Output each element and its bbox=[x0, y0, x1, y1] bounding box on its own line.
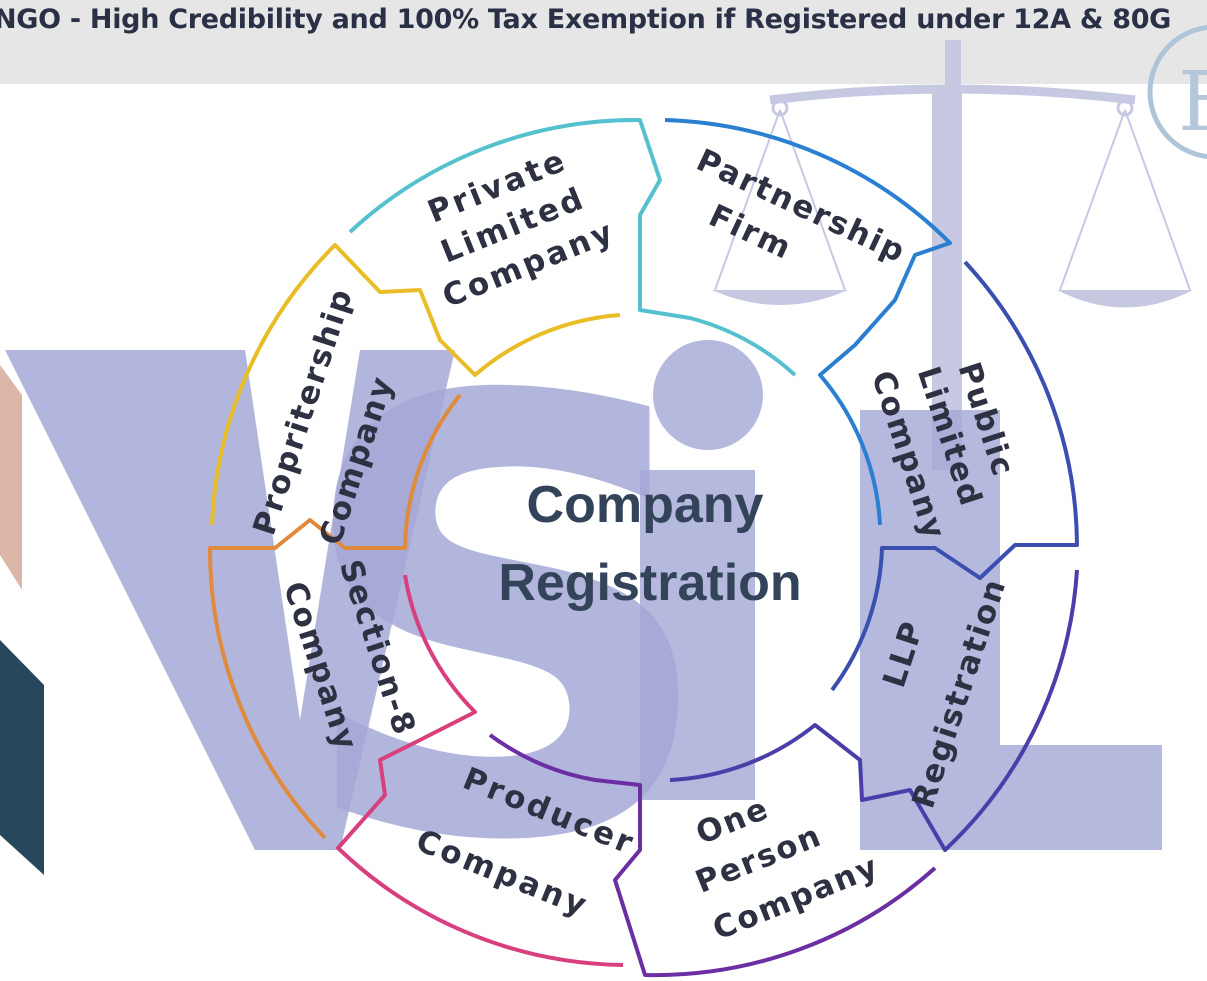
watermark-letter-v bbox=[5, 350, 455, 850]
top-banner: NGO - High Credibility and 100% Tax Exem… bbox=[0, 0, 1207, 84]
banner-title: NGO - High Credibility and 100% Tax Exem… bbox=[0, 4, 1172, 35]
private-limited-outline bbox=[348, 117, 797, 377]
left-navy-shape bbox=[0, 640, 44, 875]
center-title-line1: Company bbox=[527, 476, 764, 534]
watermark-letter-l bbox=[860, 410, 1162, 850]
llp-registration-outline bbox=[669, 569, 1079, 852]
one-person-outline bbox=[488, 733, 937, 978]
partnership-firm-outline bbox=[664, 118, 952, 526]
scales-watermark bbox=[712, 40, 1193, 470]
svg-text:F: F bbox=[1178, 55, 1207, 150]
segment-outlines bbox=[207, 117, 1079, 978]
public-limited-outline bbox=[830, 260, 1079, 692]
center-title: Company Registration bbox=[498, 476, 801, 612]
left-beige-shape bbox=[0, 365, 22, 590]
center-title-line2: Registration bbox=[498, 554, 801, 612]
section-8-outline bbox=[207, 393, 462, 840]
brand-seal-watermark: F bbox=[1147, 24, 1207, 160]
vsil-watermark: S bbox=[5, 273, 1162, 972]
proprietorship-outline bbox=[210, 243, 621, 526]
producer-company-outline bbox=[336, 574, 624, 967]
watermark-letter-i-stem bbox=[640, 470, 755, 800]
watermark-letter-i-dot bbox=[653, 340, 763, 450]
